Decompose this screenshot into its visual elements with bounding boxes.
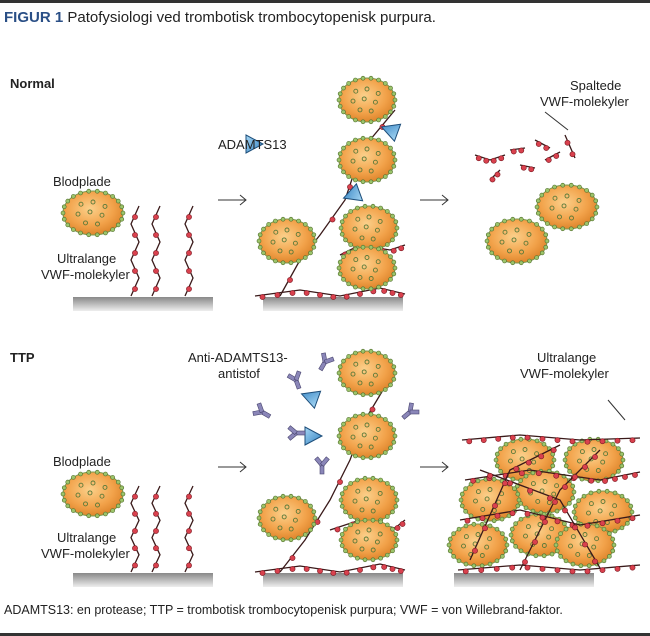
diagram: Normal Blodplade Ultralange VWF-molekyle… xyxy=(10,75,641,587)
surface xyxy=(73,297,213,311)
platelet xyxy=(336,244,398,292)
vwf-strand xyxy=(254,287,406,300)
platelet xyxy=(336,411,398,461)
vwf-strand xyxy=(509,147,526,155)
arrow-right-icon xyxy=(218,194,247,206)
platelet xyxy=(338,203,400,253)
vwf-strand xyxy=(151,485,161,573)
platelet xyxy=(336,135,398,185)
arrow-right-icon xyxy=(218,461,247,473)
pointer-line xyxy=(544,111,569,131)
antibody-icon xyxy=(401,402,420,420)
platelet xyxy=(484,216,550,266)
ttp-heading: TTP xyxy=(10,350,35,365)
cleaved-label-2: VWF-molekyler xyxy=(540,94,630,109)
antibody-icon xyxy=(314,456,330,475)
platelet xyxy=(60,188,126,238)
adamts13-label: ADAMTS13 xyxy=(218,137,287,152)
vwf-strand xyxy=(519,164,536,173)
ttp-result-label-2: VWF-molekyler xyxy=(520,366,610,381)
vwf-strand xyxy=(544,151,561,163)
vwf-strand xyxy=(184,205,194,297)
cleaved-label-1: Spaltede xyxy=(570,78,621,93)
vwf-strand xyxy=(130,205,140,297)
platelet xyxy=(446,521,510,569)
bottom-rule xyxy=(0,633,650,636)
diagram-art xyxy=(60,75,641,587)
vwf-strand xyxy=(184,485,194,573)
normal-heading: Normal xyxy=(10,76,55,91)
antibody-icon xyxy=(287,425,306,441)
antibody-label-1: Anti-ADAMTS13- xyxy=(188,350,288,365)
figure-caption: Patofysiologi ved trombotisk trombocytop… xyxy=(67,9,436,26)
vwf-strand xyxy=(519,449,601,571)
vwf-strand xyxy=(474,154,506,164)
antibody-icon xyxy=(286,370,302,390)
antibody-label-2: antistof xyxy=(218,366,260,381)
normal-platelet-label: Blodplade xyxy=(53,174,111,189)
adamts13-icon xyxy=(304,426,324,446)
surface xyxy=(263,297,403,311)
platelet xyxy=(338,517,400,563)
pointer-line xyxy=(607,399,626,421)
platelet xyxy=(60,469,126,519)
vwf-strand xyxy=(151,205,161,297)
platelet xyxy=(336,348,398,398)
arrow-right-icon xyxy=(420,194,449,206)
ttp-vwf-label-1: Ultralange xyxy=(57,530,116,545)
adamts13-icon xyxy=(380,123,402,143)
figure-title: FIGUR 1 Patofysiologi ved trombotisk tro… xyxy=(4,8,634,27)
platelet xyxy=(338,475,400,525)
top-rule xyxy=(0,0,650,3)
adamts13-icon xyxy=(300,390,322,410)
surface xyxy=(454,573,594,587)
ttp-platelet-label: Blodplade xyxy=(53,454,111,469)
arrow-right-icon xyxy=(420,461,449,473)
platelet xyxy=(256,493,318,543)
normal-vwf-label-1: Ultralange xyxy=(57,251,116,266)
vwf-strand xyxy=(461,434,641,445)
vwf-strand xyxy=(564,134,576,159)
footer-note: ADAMTS13: en protease; TTP = trombotisk … xyxy=(4,603,563,617)
adamts13-icon xyxy=(342,182,364,202)
antibody-icon xyxy=(252,402,272,419)
platelet xyxy=(534,182,600,232)
surface xyxy=(73,573,213,587)
vwf-strand xyxy=(489,169,501,183)
vwf-strand xyxy=(130,485,140,573)
normal-vwf-label-2: VWF-molekyler xyxy=(41,267,131,282)
ttp-vwf-label-2: VWF-molekyler xyxy=(41,546,131,561)
surface xyxy=(263,573,403,587)
vwf-strand xyxy=(254,563,406,576)
vwf-strand xyxy=(469,444,561,561)
vwf-strand xyxy=(464,469,641,484)
platelet xyxy=(336,75,398,125)
platelet xyxy=(256,216,318,266)
vwf-strand xyxy=(534,139,551,151)
vwf-strand xyxy=(479,469,601,569)
vwf-strand xyxy=(457,564,641,575)
adamts13-icon xyxy=(245,134,265,154)
ttp-result-label-1: Ultralange xyxy=(537,350,596,365)
antibody-icon xyxy=(318,352,335,372)
figure-label: FIGUR 1 xyxy=(4,9,64,26)
